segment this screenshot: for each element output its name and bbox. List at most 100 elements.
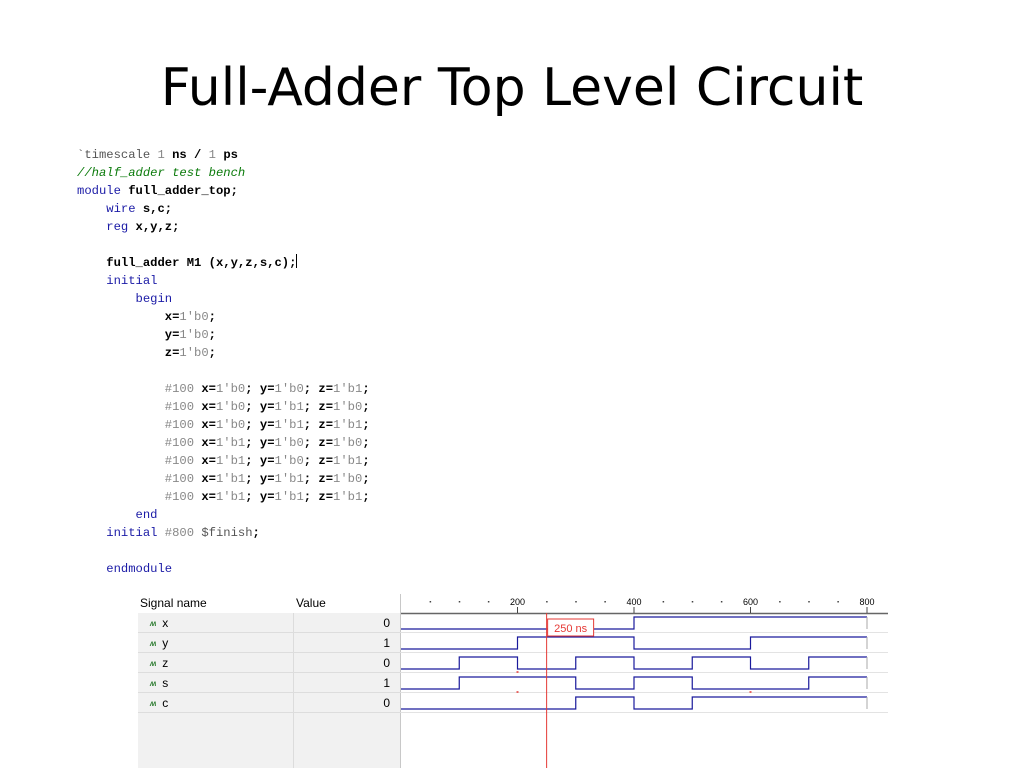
code-token: z= [77, 346, 180, 360]
code-token: //half_adder test bench [77, 166, 246, 180]
code-token: 1 [208, 148, 224, 162]
code-line: #100 x=1'b0; y=1'b1; z=1'b0; [77, 398, 370, 416]
signal-name-column [138, 613, 293, 768]
code-line: #100 x=1'b0; y=1'b1; z=1'b1; [77, 416, 370, 434]
minor-tick [487, 601, 490, 603]
code-token: #100 [77, 436, 202, 450]
code-token: ; z= [303, 490, 334, 504]
code-token: ; y= [245, 418, 275, 432]
code-token: ns / [172, 148, 209, 162]
code-token: ; z= [303, 436, 334, 450]
code-line: module full_adder_top; [77, 182, 370, 200]
signal-trace-y [401, 636, 867, 650]
code-token: #100 [77, 472, 202, 486]
code-token: x= [201, 472, 216, 486]
code-token: endmodule [77, 562, 173, 576]
wire-icon: ʍ [150, 699, 157, 708]
code-line: #100 x=1'b1; y=1'b1; z=1'b0; [77, 470, 370, 488]
code-token: ; [362, 418, 370, 432]
code-token: 1'b1 [274, 490, 304, 504]
code-token: x= [201, 382, 216, 396]
code-token: 1'b1 [333, 418, 363, 432]
code-token: ; [252, 526, 260, 540]
code-token: x= [77, 310, 180, 324]
minor-tick [808, 601, 810, 603]
code-token: full_adder_top; [128, 184, 238, 198]
signal-name-label: c [162, 696, 169, 710]
code-token: 1'b0 [215, 418, 246, 432]
signal-value: 1 [383, 636, 390, 650]
code-token: ; y= [245, 382, 275, 396]
code-token: reg [77, 220, 136, 234]
code-token: 1'b1 [215, 436, 246, 450]
code-token: ; y= [245, 400, 275, 414]
code-line: #100 x=1'b0; y=1'b0; z=1'b1; [77, 380, 370, 398]
code-line: z=1'b0; [77, 344, 370, 362]
code-token: ; [362, 400, 370, 414]
code-token: ; y= [245, 436, 275, 450]
code-token: ; [208, 310, 216, 324]
value-column [293, 613, 401, 768]
value-header[interactable]: Value [296, 596, 326, 610]
signal-value: 0 [383, 696, 390, 710]
code-token: 1'b1 [333, 382, 363, 396]
code-token: 1'b1 [215, 454, 246, 468]
code-token: x= [201, 490, 216, 504]
minor-tick [604, 601, 606, 603]
code-token: ; z= [303, 418, 334, 432]
code-token: 1'b0 [179, 328, 209, 342]
time-cursor-label: 250 ns [554, 623, 588, 635]
signal-name-label: x [162, 616, 169, 630]
minor-tick [662, 601, 665, 603]
code-token: 1'b1 [333, 490, 363, 504]
signal-trace-z [401, 656, 867, 670]
code-token: 1'b1 [215, 490, 246, 504]
code-token: 1'b0 [274, 436, 304, 450]
time-tick-label: 800 [859, 597, 874, 607]
column-separator[interactable] [400, 594, 401, 768]
code-line: #100 x=1'b1; y=1'b0; z=1'b1; [77, 452, 370, 470]
code-token: 1'b0 [179, 310, 209, 324]
minor-tick [429, 601, 432, 603]
code-token: ; z= [303, 382, 334, 396]
code-token: ; y= [245, 490, 275, 504]
code-line [77, 542, 370, 560]
code-line: `timescale 1 ns / 1 ps [77, 146, 370, 164]
text-cursor [296, 254, 298, 268]
verilog-code-block: `timescale 1 ns / 1 ps //half_adder test … [77, 146, 370, 578]
code-token: #100 [77, 418, 202, 432]
time-tick-label: 600 [743, 597, 758, 607]
code-line: endmodule [77, 560, 370, 578]
code-token: 1'b0 [274, 382, 304, 396]
code-token: initial [77, 526, 165, 540]
code-token: ; z= [303, 454, 334, 468]
code-token: 1'b1 [274, 400, 304, 414]
code-token: ; y= [245, 454, 275, 468]
minor-tick [546, 601, 548, 603]
minor-tick [575, 601, 577, 603]
code-token: x,y,z; [135, 220, 180, 234]
code-line: end [77, 506, 370, 524]
code-token: ; [362, 490, 370, 504]
code-line: y=1'b0; [77, 326, 370, 344]
minor-tick [720, 601, 723, 603]
signal-value: 0 [383, 656, 390, 670]
code-line: reg x,y,z; [77, 218, 370, 236]
code-token: #100 [77, 382, 202, 396]
code-token: ; [362, 382, 370, 396]
minor-tick [779, 601, 781, 603]
code-token: ; y= [245, 472, 275, 486]
code-token: 1'b1 [274, 472, 304, 486]
code-token: $finish [201, 526, 253, 540]
signal-name-header[interactable]: Signal name [140, 596, 207, 610]
code-line: initial #800 $finish; [77, 524, 370, 542]
time-cursor-label-box [547, 618, 595, 637]
signal-name-label: s [162, 676, 169, 690]
